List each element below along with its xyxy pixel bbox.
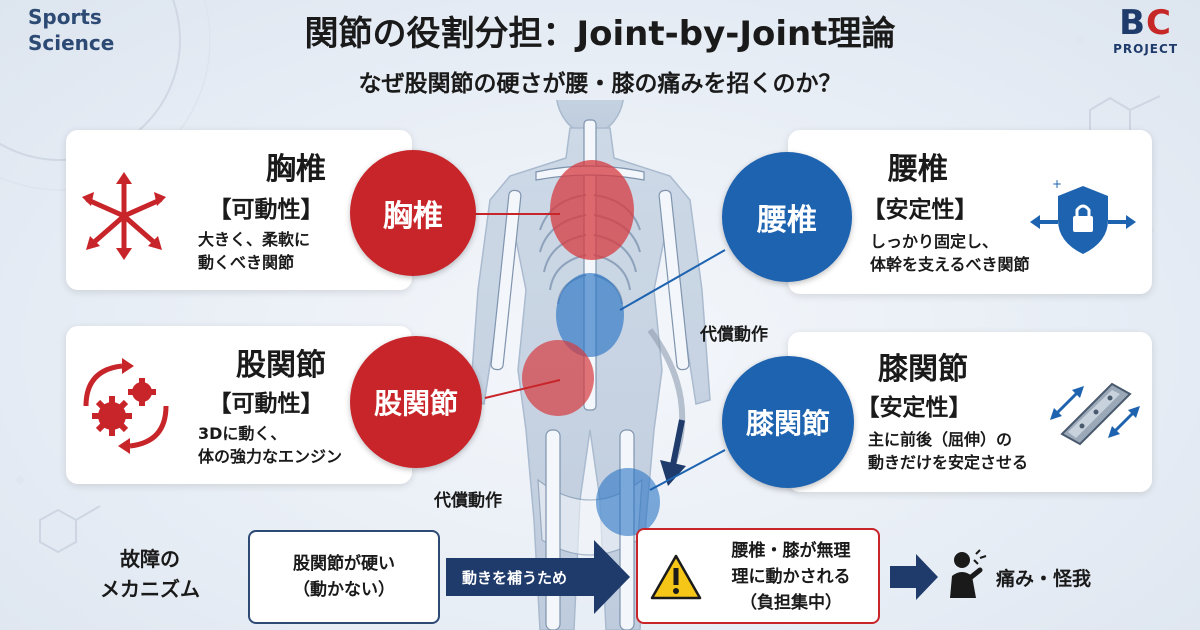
overload-box: 腰椎・膝が無理 理に動かされる （負担集中） xyxy=(636,528,880,624)
hip-attribute: 【可動性】 xyxy=(208,391,324,417)
knee-attribute: 【安定性】 xyxy=(856,395,972,421)
logo-c: C xyxy=(1146,3,1172,43)
thoracic-description: 大きく、柔軟に 動くべき関節 xyxy=(198,230,311,272)
logo-b: B xyxy=(1119,3,1147,43)
result-text: 痛み・怪我 xyxy=(996,568,1092,590)
gears-rotation-icon xyxy=(83,358,169,454)
compensation-arrow xyxy=(446,540,630,614)
page-title: 関節の役割分担：Joint-by-Joint理論 xyxy=(304,14,896,54)
mechanism-title: 故障の メカニズム xyxy=(100,547,200,601)
hip-name: 股関節 xyxy=(236,348,326,383)
rail-slider-icon xyxy=(1050,382,1140,446)
lumbar-name: 腰椎 xyxy=(888,152,948,187)
knee-card: 膝関節 【安定性】 主に前後（屈伸）の 動きだけを安定させる xyxy=(788,332,1152,492)
lumbar-highlight xyxy=(556,273,624,357)
warning-icon xyxy=(650,554,702,600)
bc-project-logo: BC PROJECT xyxy=(1113,4,1178,56)
compensation-label-upper: 代償動作 xyxy=(700,325,768,345)
skeleton-illustration xyxy=(469,100,711,630)
logo-project: PROJECT xyxy=(1113,42,1178,56)
hip-badge: 股関節 xyxy=(350,336,482,468)
thoracic-badge: 胸椎 xyxy=(350,150,476,276)
knee-highlight xyxy=(596,468,660,536)
brand-line-2: Science xyxy=(28,31,115,55)
thoracic-highlight xyxy=(550,160,634,260)
lumbar-description: しっかり固定し、 体幹を支えるべき関節 xyxy=(870,232,1030,274)
hip-highlight xyxy=(522,340,594,416)
pain-person-icon xyxy=(950,549,987,598)
knee-description: 主に前後（屈伸）の 動きだけを安定させる xyxy=(868,430,1029,472)
svg-text:+: + xyxy=(1052,180,1062,191)
lumbar-attribute: 【安定性】 xyxy=(862,197,978,223)
knee-name: 膝関節 xyxy=(878,352,968,387)
sports-science-brand: Sports Science xyxy=(28,4,114,56)
compensation-arrow-label: 動きを補うため xyxy=(462,569,568,587)
result-arrow xyxy=(890,554,938,600)
lumbar-badge: 腰椎 xyxy=(722,152,852,282)
page-subtitle: なぜ股関節の硬さが腰・膝の痛みを招くのか？ xyxy=(358,71,842,97)
cause-box: 股関節が硬い （動かない） xyxy=(248,530,440,624)
thoracic-name: 胸椎 xyxy=(266,152,326,187)
knee-badge: 膝関節 xyxy=(722,356,854,488)
thoracic-attribute: 【可動性】 xyxy=(208,197,324,223)
multi-direction-arrows-icon xyxy=(82,172,166,260)
shield-lock-icon: + xyxy=(1030,180,1136,254)
overload-text: 腰椎・膝が無理 理に動かされる （負担集中） xyxy=(731,541,851,613)
brand-line-1: Sports xyxy=(28,5,102,29)
compensation-label-lower: 代償動作 xyxy=(434,491,502,511)
hip-description: 3Dに動く、 体の強力なエンジン xyxy=(198,424,343,466)
